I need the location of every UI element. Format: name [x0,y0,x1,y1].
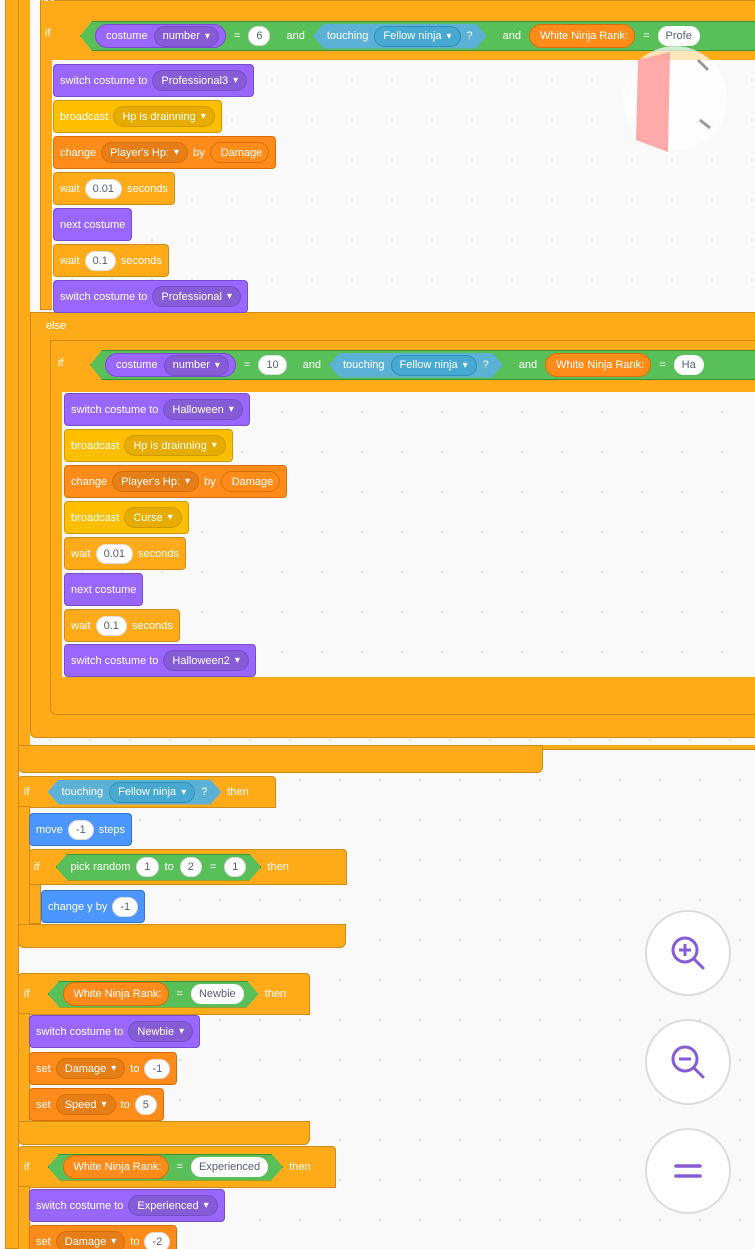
wait-input[interactable]: 0.01 [84,178,122,199]
touching-dropdown[interactable]: Fellow ninja [109,782,195,803]
change-y-block[interactable]: change y by -1 [41,890,146,923]
outer-if-else-arm[interactable] [5,0,19,1249]
change-variable-block[interactable]: change Player's Hp: by Damage [53,136,277,169]
broadcast-block[interactable]: broadcast Curse [64,501,189,534]
broadcast-dropdown[interactable]: Hp is drainning [124,435,226,456]
set-variable-block[interactable]: set Damage to -1 [29,1052,178,1085]
zoom-reset-icon [674,1164,702,1178]
set-value-input[interactable]: 5 [134,1094,157,1115]
costume-number-reporter[interactable]: costume number [105,353,236,377]
change-y-input[interactable]: -1 [112,896,139,917]
costume-dropdown[interactable]: Professional3 [152,70,248,91]
sprite-thumbnail [623,46,727,152]
wait-block[interactable]: wait 0.01 seconds [64,537,186,570]
and-condition-2[interactable]: costume number = 10 and touching Fellow … [90,350,755,380]
costume-dropdown[interactable]: Newbie [128,1021,194,1042]
costume-number-value[interactable]: 6 [248,26,270,46]
if-rank-experienced-header: if White Ninja Rank: = Experienced then [24,1153,311,1181]
switch-costume-block[interactable]: switch costume to Professional [53,280,248,313]
white-ninja-rank-reporter[interactable]: White Ninja Rank: [63,1155,169,1179]
else-label: else [35,0,55,4]
touching-dropdown[interactable]: Fellow ninja [391,355,477,376]
touching-dropdown[interactable]: Fellow ninja [374,26,460,47]
costume-number-value[interactable]: 10 [258,355,286,375]
touching-sensor[interactable]: touching Fellow ninja ? [313,24,487,49]
touching-sensor[interactable]: touching Fellow ninja ? [329,353,503,378]
switch-costume-block[interactable]: switch costume to Professional3 [53,64,255,97]
set-variable-block[interactable]: set Damage to -2 [29,1225,178,1249]
switch-costume-block[interactable]: switch costume to Halloween2 [64,644,256,677]
wait-input[interactable]: 0.01 [95,543,133,564]
else-label: else [46,320,67,332]
broadcast-block[interactable]: broadcast Hp is drainning [64,429,233,462]
if-block-2-inner-body [52,60,755,310]
if-touching-bottom [18,924,346,948]
set-variable-block[interactable]: set Speed to 5 [29,1088,164,1121]
broadcast-dropdown[interactable]: Curse [124,507,182,528]
set-value-input[interactable]: -1 [144,1058,171,1079]
equals-condition[interactable]: White Ninja Rank: = Newbie [48,981,259,1008]
costume-dropdown[interactable]: Halloween2 [163,650,249,671]
white-ninja-rank-reporter[interactable]: White Ninja Rank: [545,353,651,377]
random-from-input[interactable]: 1 [136,857,158,877]
zoom-in-button[interactable] [645,910,731,996]
next-costume-block[interactable]: next costume [53,208,133,241]
variable-dropdown[interactable]: Speed [55,1094,116,1115]
move-steps-block[interactable]: move -1 steps [29,813,132,846]
equals-value[interactable]: 1 [224,857,246,877]
if-pick-random-header: if pick random 1 to 2 = 1 then [34,853,289,881]
rank-value-input[interactable]: Experienced [191,1157,268,1177]
variable-dropdown[interactable]: Player's Hp: [112,471,200,492]
rank-value-input[interactable]: Profe [658,26,700,46]
costume-number-dropdown[interactable]: number [164,355,229,376]
equals-condition[interactable]: pick random 1 to 2 = 1 [56,854,262,881]
variable-dropdown[interactable]: Player's Hp: [101,142,189,163]
set-value-input[interactable]: -2 [144,1231,171,1249]
if-touching-header: if touching Fellow ninja ? then [24,780,249,804]
damage-reporter[interactable]: Damage [209,142,270,163]
variable-dropdown[interactable]: Damage [55,1058,126,1079]
equals-condition[interactable]: White Ninja Rank: = Experienced [48,1154,284,1181]
rank-value-input[interactable]: Ha [674,355,704,375]
if-rank-newbie-header: if White Ninja Rank: = Newbie then [24,980,286,1008]
zoom-reset-button[interactable] [645,1128,731,1214]
pick-random-reporter[interactable]: pick random 1 to 2 [71,855,202,879]
steps-input[interactable]: -1 [67,819,94,840]
rank-value-input[interactable]: Newbie [191,984,244,1004]
zoom-out-icon [671,1045,705,1079]
outer-else-bottom [18,745,543,773]
touching-sensor[interactable]: touching Fellow ninja ? [48,780,222,805]
wait-input[interactable]: 0.1 [95,615,127,636]
damage-reporter[interactable]: Damage [220,471,281,492]
if-pick-random-arm [29,884,41,924]
and-condition-1[interactable]: costume number = 6 and touching Fellow n… [80,21,755,51]
next-costume-block[interactable]: next costume [64,573,144,606]
wait-input[interactable]: 0.1 [84,250,116,271]
wait-block[interactable]: wait 0.01 seconds [53,172,175,205]
if-label: if [45,27,51,39]
white-ninja-rank-reporter[interactable]: White Ninja Rank: [529,24,635,48]
if-label: if [58,357,64,369]
costume-number-reporter[interactable]: costume number [95,24,226,48]
costume-dropdown[interactable]: Experienced [128,1195,218,1216]
broadcast-dropdown[interactable]: Hp is drainning [113,106,215,127]
wait-block[interactable]: wait 0.1 seconds [53,244,169,277]
switch-costume-block[interactable]: switch costume to Newbie [29,1015,201,1048]
zoom-in-icon [671,936,705,970]
if-rank-newbie-bottom [18,1121,310,1145]
costume-dropdown[interactable]: Halloween [163,399,243,420]
switch-costume-block[interactable]: switch costume to Halloween [64,393,250,426]
zoom-out-button[interactable] [645,1019,731,1105]
white-ninja-rank-reporter[interactable]: White Ninja Rank: [63,982,169,1006]
switch-costume-block[interactable]: switch costume to Experienced [29,1189,225,1222]
wait-block[interactable]: wait 0.1 seconds [64,609,180,642]
costume-number-dropdown[interactable]: number [154,26,219,47]
variable-dropdown[interactable]: Damage [55,1231,126,1249]
broadcast-block[interactable]: broadcast Hp is drainning [53,100,222,133]
costume-dropdown[interactable]: Professional [152,286,241,307]
random-to-input[interactable]: 2 [180,857,202,877]
change-variable-block[interactable]: change Player's Hp: by Damage [64,465,288,498]
